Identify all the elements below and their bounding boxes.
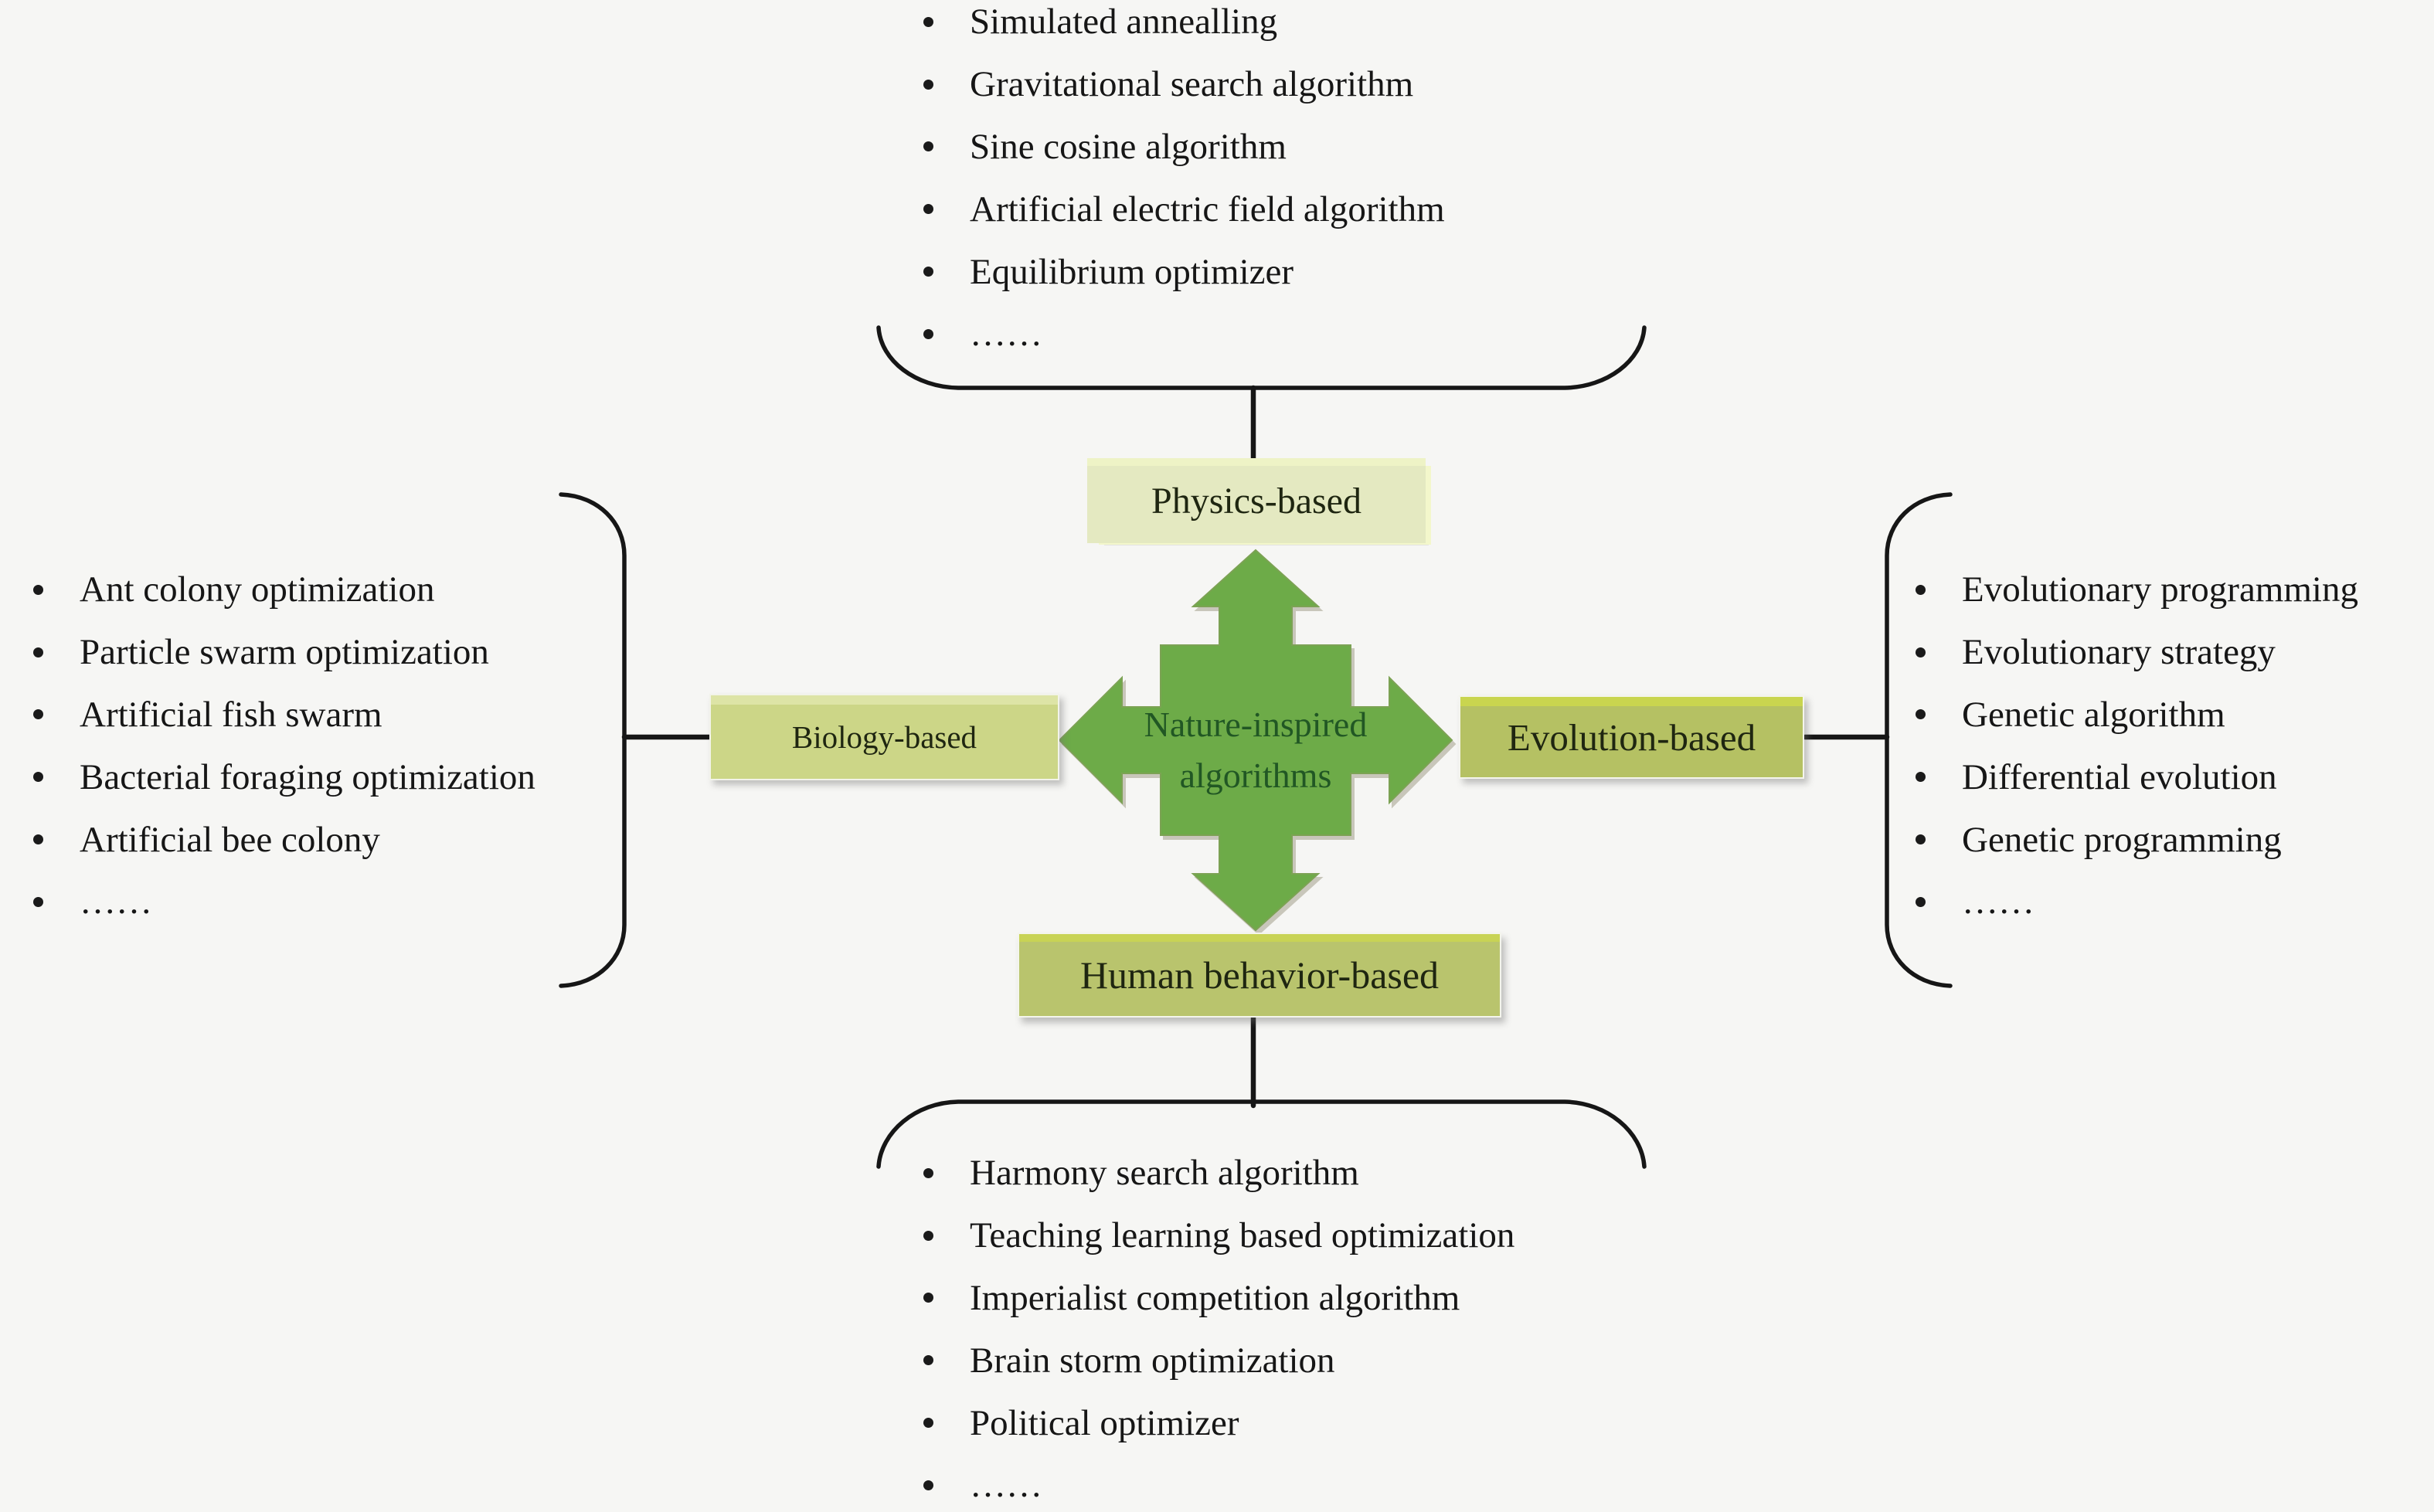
list-item: Ant colony optimization bbox=[33, 559, 729, 621]
list-item: Political optimizer bbox=[923, 1391, 1773, 1454]
category-label-human: Human behavior-based bbox=[1079, 953, 1440, 997]
list-item: Equilibrium optimizer bbox=[923, 240, 1773, 303]
list-item-label: Harmony search algorithm bbox=[970, 1153, 1359, 1194]
bullet-icon bbox=[33, 584, 43, 595]
bullet-icon bbox=[923, 267, 933, 277]
list-item: Differential evolution bbox=[1916, 746, 2426, 808]
category-label-physics: Physics-based bbox=[1151, 480, 1361, 522]
bullet-icon bbox=[1916, 834, 1926, 845]
bullet-icon bbox=[923, 1355, 933, 1366]
list-item-label: Gravitational search algorithm bbox=[970, 64, 1414, 105]
list-item-label: Teaching learning based optimization bbox=[970, 1215, 1515, 1256]
list-item-label: …… bbox=[970, 1465, 1042, 1506]
bullet-icon bbox=[1916, 772, 1926, 783]
bullet-icon bbox=[923, 16, 933, 27]
list-item-label: Brain storm optimization bbox=[970, 1340, 1335, 1381]
list-item-label: Artificial fish swarm bbox=[80, 694, 382, 735]
list-item-label: Bacterial foraging optimization bbox=[80, 756, 535, 797]
list-item-label: Evolutionary programming bbox=[1962, 569, 2358, 610]
list-item: Teaching learning based optimization bbox=[923, 1205, 1773, 1267]
bullet-icon bbox=[923, 79, 933, 90]
list-item-label: Artificial electric field algorithm bbox=[970, 189, 1445, 229]
bullet-icon bbox=[33, 896, 43, 907]
list-item: Simulated annealling bbox=[923, 0, 1773, 53]
list-item: Evolutionary programming bbox=[1916, 559, 2426, 621]
bullet-icon bbox=[923, 1230, 933, 1241]
list-item: Imperialist competition algorithm bbox=[923, 1267, 1773, 1330]
bullet-icon bbox=[33, 647, 43, 657]
list-item: Evolutionary strategy bbox=[1916, 621, 2426, 684]
list-item-label: …… bbox=[970, 314, 1042, 355]
category-box-evolution: Evolution-based bbox=[1459, 695, 1804, 779]
category-label-biology: Biology-based bbox=[791, 719, 977, 755]
list-item: Harmony search algorithm bbox=[923, 1142, 1773, 1205]
list-item-label: Political optimizer bbox=[970, 1402, 1239, 1443]
list-item: Gravitational search algorithm bbox=[923, 53, 1773, 116]
list-item: Genetic programming bbox=[1916, 808, 2426, 871]
list-item: …… bbox=[923, 1454, 1773, 1512]
category-box-human: Human behavior-based bbox=[1018, 933, 1501, 1018]
list-item-label: …… bbox=[1962, 882, 2035, 922]
list-item: Bacterial foraging optimization bbox=[33, 746, 729, 808]
list-item-label: Genetic algorithm bbox=[1962, 694, 2225, 735]
list-item-label: Genetic programming bbox=[1962, 819, 2282, 860]
bullet-icon bbox=[923, 141, 933, 152]
list-item-label: …… bbox=[80, 882, 152, 922]
list-item: Brain storm optimization bbox=[923, 1329, 1773, 1391]
list-item-label: Artificial bee colony bbox=[80, 819, 380, 860]
bullet-icon bbox=[1916, 896, 1926, 907]
bullet-icon bbox=[33, 772, 43, 783]
category-box-physics: Physics-based bbox=[1087, 458, 1426, 543]
bullet-icon bbox=[33, 709, 43, 720]
list-item: Artificial bee colony bbox=[33, 808, 729, 871]
bullet-icon bbox=[923, 1167, 933, 1178]
list-item: Sine cosine algorithm bbox=[923, 116, 1773, 178]
bullet-icon bbox=[1916, 584, 1926, 595]
four-way-arrow-shape bbox=[1058, 549, 1453, 932]
list-item-label: Differential evolution bbox=[1962, 756, 2277, 797]
category-box-biology: Biology-based bbox=[709, 694, 1059, 780]
list-item: Artificial fish swarm bbox=[33, 684, 729, 746]
list-item: Particle swarm optimization bbox=[33, 621, 729, 684]
bullet-icon bbox=[923, 1418, 933, 1429]
list-item-label: Equilibrium optimizer bbox=[970, 251, 1294, 292]
list-item: …… bbox=[1916, 871, 2426, 933]
bullet-icon bbox=[33, 834, 43, 845]
list-item: Genetic algorithm bbox=[1916, 684, 2426, 746]
bullet-icon bbox=[923, 1293, 933, 1303]
bullet-icon bbox=[923, 328, 933, 339]
bullet-icon bbox=[923, 204, 933, 215]
list-item-label: Evolutionary strategy bbox=[1962, 632, 2276, 673]
list-item-label: Ant colony optimization bbox=[80, 569, 435, 610]
category-label-evolution: Evolution-based bbox=[1507, 715, 1756, 759]
bullet-icon bbox=[1916, 709, 1926, 720]
bullet-icon bbox=[1916, 647, 1926, 657]
center-node-label: Nature-inspired algorithms bbox=[1144, 705, 1368, 795]
list-item-label: Sine cosine algorithm bbox=[970, 126, 1287, 167]
list-item: …… bbox=[923, 303, 1773, 365]
list-item-label: Particle swarm optimization bbox=[80, 632, 489, 673]
four-way-arrow-icon bbox=[1058, 549, 1453, 932]
list-item-label: Imperialist competition algorithm bbox=[970, 1277, 1460, 1318]
list-item: …… bbox=[33, 871, 729, 933]
bullet-icon bbox=[923, 1480, 933, 1490]
list-item-label: Simulated annealling bbox=[970, 2, 1278, 42]
list-item: Artificial electric field algorithm bbox=[923, 178, 1773, 240]
